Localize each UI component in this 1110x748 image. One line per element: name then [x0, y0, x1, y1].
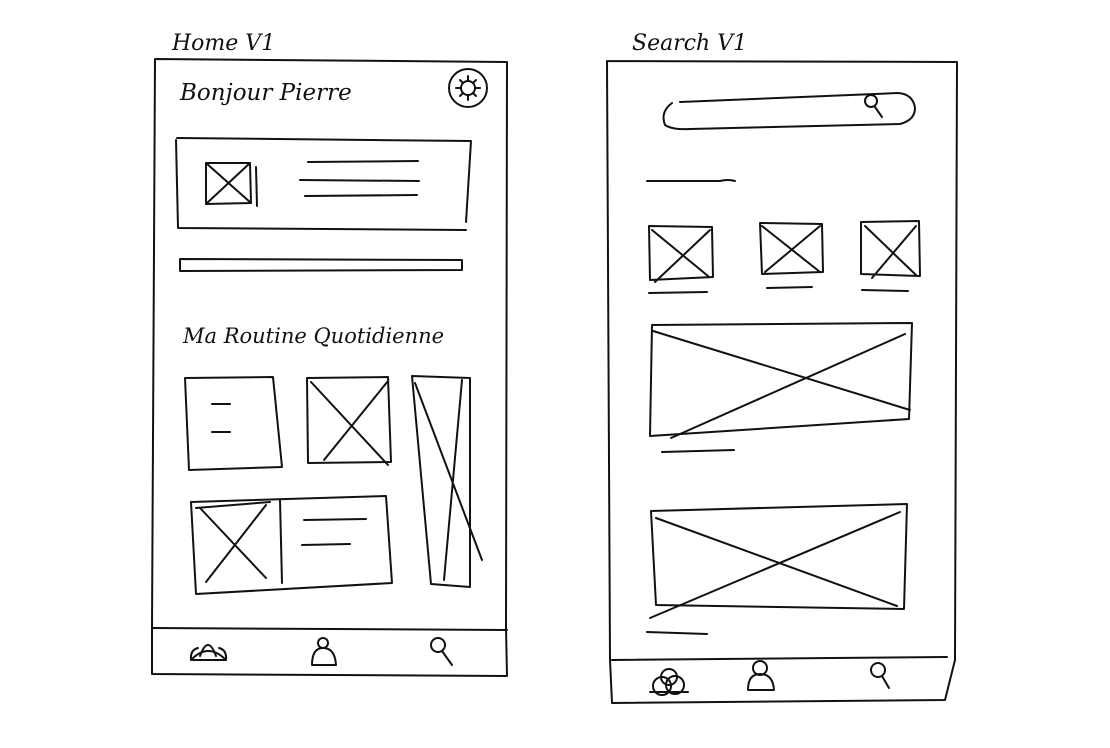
large-card-2[interactable]	[646, 503, 908, 635]
search-bar-search-icon[interactable]	[864, 94, 883, 118]
home-nav-search-icon[interactable]	[430, 637, 453, 666]
thumbnail-3[interactable]	[860, 220, 921, 292]
hero-image-placeholder	[205, 162, 258, 207]
routine-card-wide-text	[301, 518, 367, 546]
home-bottom-nav	[151, 627, 508, 631]
section-heading-line	[646, 179, 736, 182]
home-greeting: Bonjour Pierre	[179, 80, 352, 106]
settings-icon[interactable]	[448, 68, 488, 108]
home-title: Home V1	[171, 31, 275, 56]
search-screen	[606, 60, 958, 704]
home-screen	[151, 58, 508, 677]
home-nav-person-icon[interactable]	[311, 637, 337, 666]
thumbnail-1[interactable]	[648, 225, 714, 294]
home-nav-lotus-icon[interactable]	[189, 644, 228, 661]
routine-card-text[interactable]	[184, 376, 283, 471]
search-bottom-nav	[611, 656, 948, 661]
hero-text-lines	[299, 160, 420, 197]
home-frame	[151, 58, 508, 677]
routine-card-wide[interactable]	[190, 495, 393, 595]
large-card-1[interactable]	[649, 322, 913, 453]
hero-card[interactable]	[175, 137, 472, 231]
search-frame	[606, 60, 958, 704]
search-input[interactable]	[662, 92, 916, 131]
search-nav-search-icon[interactable]	[870, 662, 890, 689]
search-nav-lotus-icon[interactable]	[649, 668, 689, 696]
routine-card-tall[interactable]	[411, 375, 483, 588]
search-nav-person-icon[interactable]	[747, 660, 775, 691]
routine-card-wide-image	[195, 499, 283, 584]
progress-bar	[179, 258, 463, 272]
thumbnail-2[interactable]	[759, 222, 824, 289]
home-section-title: Ma Routine Quotidienne	[182, 324, 444, 348]
routine-card-image[interactable]	[306, 376, 392, 466]
search-title: Search V1	[632, 31, 747, 56]
